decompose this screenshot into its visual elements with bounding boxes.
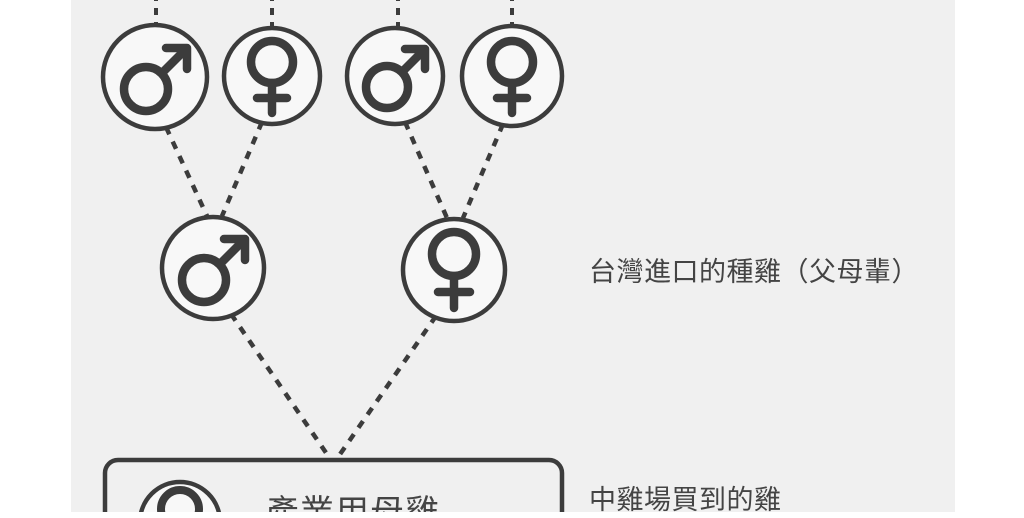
bought-chicken-label: 中雞場買到的雞 xyxy=(589,485,782,515)
product-box[interactable]: 產業用母雞 xyxy=(102,457,565,512)
product-box-caption: 產業用母雞 xyxy=(265,494,440,512)
top-stub-connectors xyxy=(154,0,514,29)
venus-icon xyxy=(427,227,481,313)
mars-icon xyxy=(177,234,250,307)
node-circle xyxy=(400,216,508,324)
node-gp-male-2[interactable] xyxy=(344,25,446,127)
venus-icon xyxy=(486,36,538,118)
parent-stock-label: 台灣進口的種雞（父母輩） xyxy=(589,257,919,287)
generation-top-row xyxy=(100,22,565,132)
node-circle xyxy=(459,23,565,129)
lineage-connectors xyxy=(163,121,506,462)
node-gp-female-1[interactable] xyxy=(221,25,323,127)
connector-gpm1-to-parent-male xyxy=(163,126,210,217)
node-circle xyxy=(221,25,323,127)
node-parent-female[interactable] xyxy=(400,216,508,324)
connector-gpf1-to-parent-male xyxy=(219,121,265,217)
venus-icon xyxy=(246,36,298,118)
node-parent-male[interactable] xyxy=(159,214,267,322)
connector-gpm2-to-parent-female xyxy=(402,121,450,219)
node-gp-male-1[interactable] xyxy=(100,22,210,132)
mars-icon xyxy=(361,44,430,113)
connector-parent-male-to-box xyxy=(229,312,333,462)
node-product-female xyxy=(138,479,222,512)
node-gp-female-2[interactable] xyxy=(459,23,565,129)
venus-icon xyxy=(157,486,203,512)
mars-icon xyxy=(119,43,192,116)
product-box-outline xyxy=(102,457,565,512)
connector-gpf2-to-parent-female xyxy=(460,123,506,219)
connector-parent-female-to-box xyxy=(334,314,438,462)
generation-parent-row xyxy=(159,214,508,324)
